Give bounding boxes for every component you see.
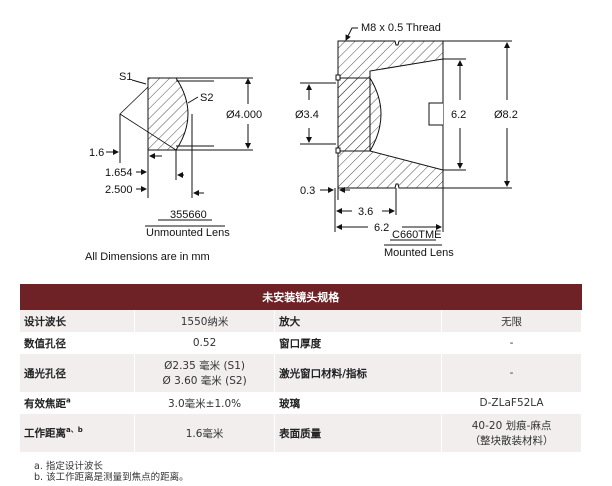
spec-value: 3.0毫米±1.0%: [134, 392, 276, 414]
table-row: 有效焦距a 3.0毫米±1.0% 玻璃 D-ZLaF52LA: [20, 392, 582, 414]
spec-label: 玻璃: [274, 392, 443, 414]
thread-label: M8 x 0.5 Thread: [361, 22, 441, 34]
clear-aperture-s2: Ø 3.60 毫米 (S2): [162, 375, 247, 387]
s2-label: S2: [200, 92, 213, 104]
spec-value: 1550纳米: [134, 310, 276, 332]
spec-label: 激光窗口材料/指标: [274, 354, 443, 392]
label-text: 工作距离: [24, 427, 66, 440]
label-text: 有效焦距: [24, 397, 66, 410]
dimensions-note: All Dimensions are in mm: [85, 251, 210, 263]
dim-6-2: 6.2: [374, 222, 389, 234]
footnote-ref: a、b: [66, 426, 83, 435]
caption-mounted: Mounted Lens: [384, 247, 454, 259]
table-row: 工作距离a、b 1.6毫米 表面质量 40-20 划痕-麻点 （整块散装材料）: [20, 414, 582, 452]
s1-label: S1: [119, 71, 132, 83]
footnote-ref: a: [66, 396, 71, 404]
spec-value: D-ZLaF52LA: [441, 392, 582, 414]
spec-value: -: [441, 354, 582, 392]
dim-1-654: 1.654: [105, 167, 133, 179]
spec-value: 40-20 划痕-麻点 （整块散装材料）: [441, 414, 582, 452]
spec-value: 无限: [441, 310, 582, 332]
spec-label: 通光孔径: [20, 354, 135, 392]
spec-value: -: [441, 332, 582, 354]
table-title: 未安装镜头规格: [20, 284, 582, 310]
surface-quality: 40-20 划痕-麻点: [471, 420, 552, 432]
spec-label: 有效焦距a: [20, 392, 135, 414]
dim-3-6: 3.6: [358, 206, 373, 218]
spec-label: 表面质量: [274, 414, 443, 452]
lens-drawing: S1 S2 Ø4.000 1.6 1.654 2.500 355660 Unmo…: [85, 22, 518, 263]
clear-aperture-s1: Ø2.35 毫米 (S1): [164, 360, 245, 372]
spec-label: 数值孔径: [20, 332, 135, 354]
table-row: 数值孔径 0.52 窗口厚度 -: [20, 332, 582, 354]
spec-value: 1.6毫米: [134, 414, 276, 452]
dim-0-3: 0.3: [300, 185, 315, 197]
spec-value: Ø2.35 毫米 (S1) Ø 3.60 毫米 (S2): [134, 354, 276, 392]
spec-value: 0.52: [134, 332, 276, 354]
diameter-label: Ø4.000: [226, 109, 262, 121]
spec-label: 设计波长: [20, 310, 135, 332]
part-number-mounted: C660TME: [392, 229, 442, 241]
mounted-lens: [337, 77, 382, 152]
dim-2-500: 2.500: [105, 184, 133, 196]
spec-label: 放大: [274, 310, 443, 332]
surface-quality-note: （整块散装材料）: [469, 435, 554, 447]
footnote-a: a. 指定设计波长: [34, 461, 103, 472]
dim-1-6: 1.6: [89, 147, 104, 159]
unmounted-lens: [147, 77, 189, 151]
outer-diameter-label: Ø8.2: [494, 109, 518, 121]
part-number-unmounted: 355660: [170, 209, 207, 221]
caption-unmounted: Unmounted Lens: [146, 227, 230, 239]
spec-label: 工作距离a、b: [20, 414, 135, 452]
spec-label: 窗口厚度: [274, 332, 443, 354]
footnote-b: b. 该工作距离是测量到焦点的距离。: [34, 472, 189, 483]
lens-diameter-label: Ø3.4: [295, 109, 319, 121]
specs-table: 未安装镜头规格 设计波长 1550纳米 放大 无限 数值孔径 0.52 窗口厚度…: [20, 284, 582, 452]
table-row: 设计波长 1550纳米 放大 无限: [20, 310, 582, 332]
inner-diameter-label: 6.2: [451, 109, 466, 121]
table-row: 通光孔径 Ø2.35 毫米 (S1) Ø 3.60 毫米 (S2) 激光窗口材料/…: [20, 354, 582, 392]
